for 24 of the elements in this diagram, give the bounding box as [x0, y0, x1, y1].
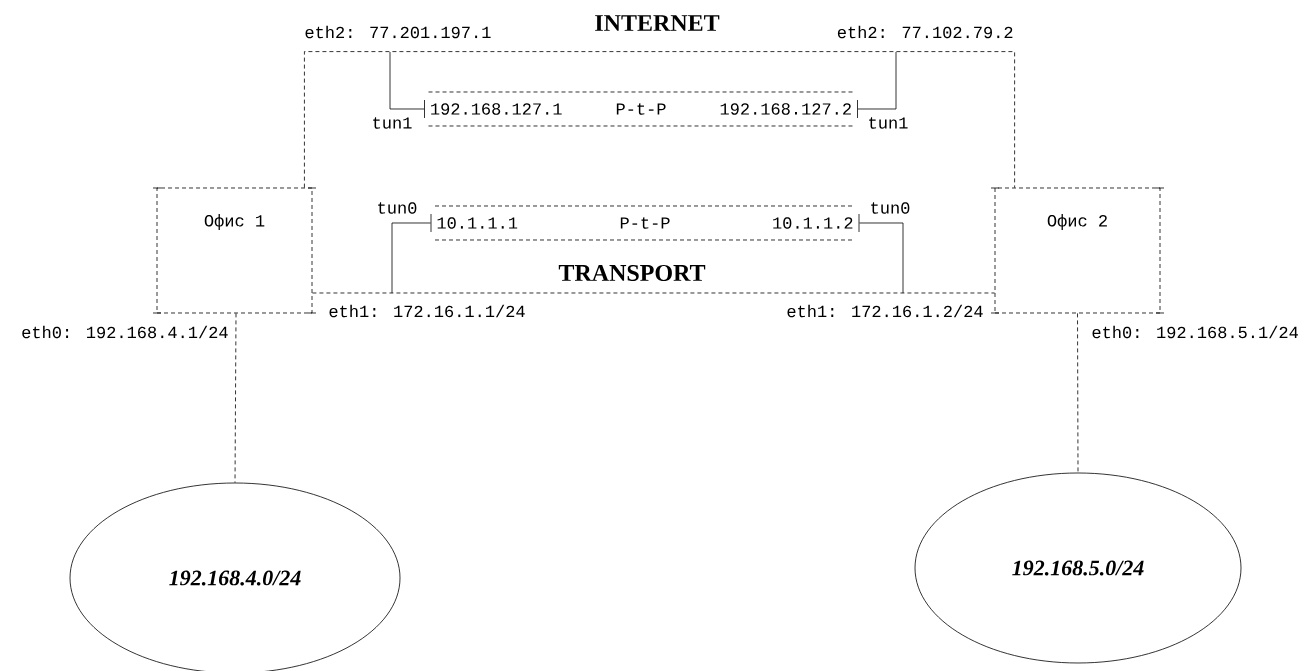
connector-line: [312, 292, 995, 294]
connector-line: [391, 222, 431, 294]
connector-line: [1077, 313, 1079, 473]
office-box: Офис 2: [990, 187, 1165, 314]
interface-label: eth0: 192.168.4.1/24: [22, 325, 228, 339]
connector-line: [859, 222, 904, 294]
edge-label: INTERNET: [593, 14, 721, 32]
edge-label: TRANSPORT: [557, 263, 707, 283]
interface-label: eth1: 172.16.1.2/24: [787, 304, 983, 318]
connector-line: [234, 313, 237, 483]
interface-label: eth2: 77.102.79.2: [837, 25, 1013, 39]
tunnel-box: 10.1.1.1 P-t-P 10.1.1.2: [430, 205, 860, 241]
tunnel-box: 192.168.127.1 P-t-P 192.168.127.2: [424, 91, 858, 127]
edge-label: tun0: [868, 201, 912, 215]
edge-label: tun0: [375, 201, 419, 215]
connector-line: [304, 51, 1015, 188]
connector-line: [389, 51, 425, 110]
interface-label: eth0: 192.168.5.1/24: [1092, 325, 1298, 339]
edge-label: tun1: [370, 116, 414, 130]
connector-line: [857, 51, 897, 110]
interface-label: eth2: 77.201.197.1: [305, 25, 491, 39]
interface-label: eth1: 172.16.1.1/24: [329, 304, 525, 318]
office-box: Офис 1: [152, 187, 317, 314]
edge-label: tun1: [866, 116, 910, 130]
